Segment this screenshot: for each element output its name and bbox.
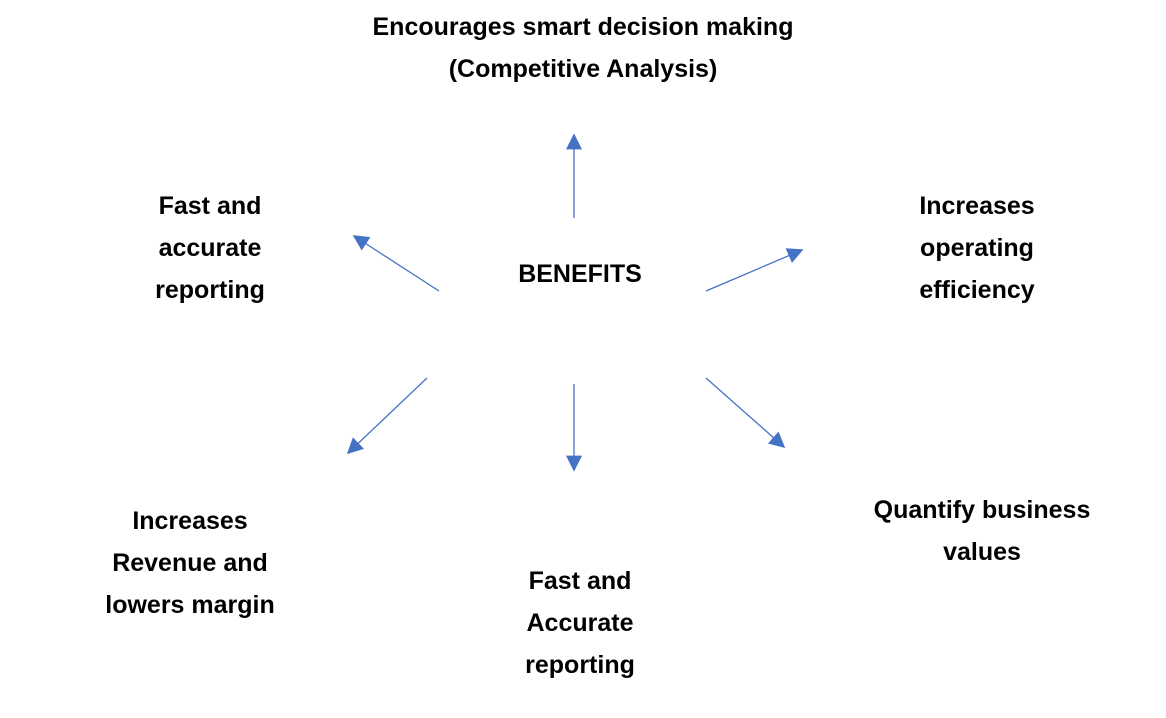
benefit-bottom-line-3: reporting — [525, 651, 635, 679]
benefit-bottom-right-line-2: values — [943, 538, 1021, 566]
arrow-down-left — [346, 377, 428, 455]
arrow-down-right — [705, 377, 786, 449]
benefit-top-right-line-1: Increases — [919, 192, 1035, 220]
benefit-bottom-right-line-1: Quantify business — [873, 496, 1091, 524]
benefit-top-left-line-2: accurate — [158, 234, 262, 262]
benefit-bottom-left-line-2: Revenue and — [112, 549, 268, 577]
benefit-top-left-line-1: Fast and — [158, 192, 262, 220]
arrow-up-right — [705, 248, 804, 292]
benefit-top-line-1: Encourages smart decision making — [372, 13, 794, 41]
benefit-top-smart-decision-making: Encourages smart decision making (Compet… — [283, 6, 883, 90]
arrow-up-left — [352, 235, 440, 292]
benefit-bottom-line-2: Accurate — [526, 609, 634, 637]
benefit-top-right-line-2: operating — [920, 234, 1034, 262]
benefit-bottom-left-line-1: Increases — [132, 507, 248, 535]
benefit-top-right-operating-efficiency: Increases operating efficiency — [827, 185, 1127, 311]
benefit-bottom-fast-accurate-reporting: Fast and Accurate reporting — [430, 560, 730, 686]
center-label-text: BENEFITS — [518, 260, 642, 288]
benefit-bottom-right-business-values: Quantify business values — [832, 489, 1132, 573]
benefit-top-line-2: (Competitive Analysis) — [448, 55, 718, 83]
center-benefits-label: BENEFITS — [480, 253, 680, 295]
benefit-bottom-line-1: Fast and — [528, 567, 632, 595]
benefit-bottom-left-revenue: Increases Revenue and lowers margin — [40, 500, 340, 626]
benefit-top-right-line-3: efficiency — [919, 276, 1035, 304]
benefit-top-left-line-3: reporting — [155, 276, 265, 304]
benefit-top-left-fast-accurate-reporting: Fast and accurate reporting — [60, 185, 360, 311]
benefit-bottom-left-line-3: lowers margin — [105, 591, 275, 619]
